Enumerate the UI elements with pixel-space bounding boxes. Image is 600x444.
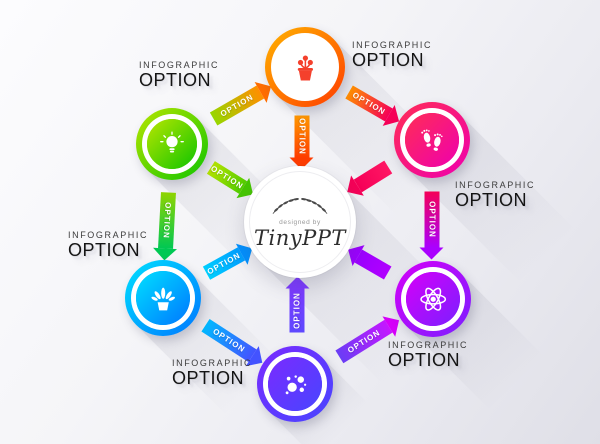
label-title: OPTION: [388, 350, 461, 370]
arrow-label: OPTION: [211, 326, 247, 355]
brand-text: TinyPPT: [254, 225, 346, 250]
node-lightbulb: [136, 108, 208, 180]
center-badge: designed by TinyPPT: [244, 166, 356, 278]
arrow-pink-to-purple: OPTION: [424, 191, 440, 248]
laurel-wreath-icon: [272, 197, 328, 214]
arrow-label: OPTION: [292, 292, 302, 329]
flower-pot-icon: [297, 55, 313, 81]
plant-icon: [151, 287, 175, 311]
label-title: OPTION: [139, 70, 212, 90]
node-molecule: [257, 346, 333, 422]
node-inner: [268, 357, 322, 411]
node-footprints: [394, 102, 470, 178]
arrow-label: OPTION: [297, 118, 307, 155]
label-title: OPTION: [352, 50, 425, 70]
label-node-top: INFOGRAPHIC OPTION: [352, 40, 432, 71]
arrow-label: OPTION: [350, 90, 388, 117]
arrow-orange-to-pink: OPTION: [345, 85, 393, 122]
arrow-blue-to-violet: OPTION: [201, 318, 257, 363]
arrow-label: OPTION: [161, 201, 173, 240]
label-node-bottom-right: INFOGRAPHIC OPTION: [388, 340, 468, 371]
footprints-icon: [421, 129, 443, 151]
arrow-pink-to-center: [353, 160, 393, 193]
node-atom: [395, 261, 471, 337]
label-kicker: INFOGRAPHIC: [68, 230, 149, 240]
node-inner: [136, 271, 190, 325]
arrow-label: OPTION: [205, 250, 243, 277]
node-flower-pot: [265, 27, 345, 107]
designed-by-text: designed by: [279, 218, 321, 226]
node-inner: [147, 119, 197, 169]
label-title: OPTION: [455, 190, 528, 210]
label-kicker: INFOGRAPHIC: [352, 40, 433, 50]
label-kicker: INFOGRAPHIC: [172, 358, 253, 368]
arrow-blue-to-center: OPTION: [202, 247, 246, 280]
label-node-bottom: INFOGRAPHIC OPTION: [172, 358, 252, 389]
label-node-top-left: INFOGRAPHIC OPTION: [139, 60, 219, 91]
label-kicker: INFOGRAPHIC: [455, 180, 536, 190]
label-title: OPTION: [68, 240, 141, 260]
label-node-bottom-left: INFOGRAPHIC OPTION: [68, 230, 148, 261]
label-title: OPTION: [172, 368, 245, 388]
arrow-green-to-orange: OPTION: [209, 85, 265, 126]
node-plant: [125, 260, 201, 336]
arrow-label: OPTION: [218, 92, 256, 119]
arrow-violet-to-purple: OPTION: [335, 319, 393, 364]
label-node-top-right: INFOGRAPHIC OPTION: [455, 180, 535, 211]
arrow-violet-to-center: OPTION: [289, 288, 305, 333]
molecule-icon: [285, 375, 307, 395]
node-inner: [276, 38, 334, 96]
lightbulb-icon: [160, 131, 184, 153]
label-kicker: INFOGRAPHIC: [139, 60, 220, 70]
arrow-label: OPTION: [346, 327, 382, 356]
arrow-label: OPTION: [427, 201, 437, 238]
arrow-green-to-blue: OPTION: [158, 192, 176, 249]
label-kicker: INFOGRAPHIC: [388, 340, 469, 350]
arrow-orange-to-center: OPTION: [294, 115, 310, 158]
node-inner: [405, 113, 459, 167]
arrow-green-to-center: OPTION: [206, 161, 248, 194]
atom-icon: [420, 287, 446, 311]
arrow-label: OPTION: [209, 163, 245, 192]
arrow-purple-to-center: [354, 249, 392, 280]
node-inner: [406, 272, 460, 326]
